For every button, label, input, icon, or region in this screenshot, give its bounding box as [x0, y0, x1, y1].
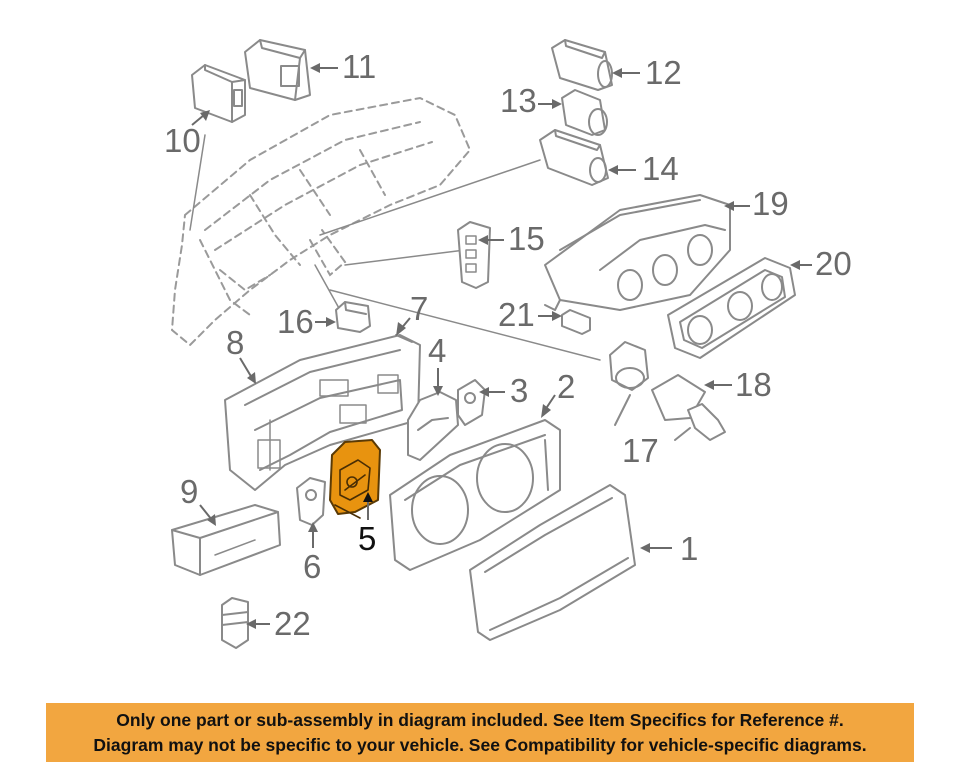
callout-3: 3: [479, 372, 528, 409]
part-8-circuit-board: [224, 334, 421, 491]
svg-text:12: 12: [645, 54, 682, 91]
callout-6: 6: [303, 522, 321, 585]
svg-text:10: 10: [164, 122, 201, 159]
svg-text:2: 2: [557, 368, 575, 405]
part-3-gauge: [457, 379, 486, 426]
callout-1: 1: [640, 530, 698, 567]
callout-12: 12: [612, 54, 682, 91]
part-22-switch: [221, 597, 249, 649]
part-16-switch: [335, 301, 371, 333]
svg-text:14: 14: [642, 150, 679, 187]
disclaimer-line-2: Diagram may not be specific to your vehi…: [93, 734, 867, 755]
svg-text:22: 22: [274, 605, 311, 642]
svg-text:15: 15: [508, 220, 545, 257]
part-9-switch-panel: [171, 504, 281, 576]
svg-text:4: 4: [428, 332, 446, 369]
part-5-gauge-highlighted: [329, 439, 381, 519]
callout-21: 21: [498, 296, 562, 333]
svg-text:13: 13: [500, 82, 537, 119]
disclaimer-banner: Only one part or sub-assembly in diagram…: [46, 703, 914, 762]
svg-text:18: 18: [735, 366, 772, 403]
part-6-gauge: [296, 477, 326, 526]
callout-19: 19: [724, 185, 789, 222]
svg-text:9: 9: [180, 473, 198, 510]
part-17-18-group: [609, 341, 726, 441]
callout-22: 22: [246, 605, 311, 642]
part-7-edge: [395, 334, 413, 343]
callout-2: 2: [541, 368, 575, 418]
part-1-lens: [469, 484, 636, 641]
callout-5: 5: [358, 492, 376, 557]
callout-13: 13: [500, 82, 562, 119]
part-2-cluster-housing: [389, 419, 561, 571]
svg-text:17: 17: [622, 432, 659, 469]
svg-text:1: 1: [680, 530, 698, 567]
part-15-switch-panel: [457, 221, 491, 289]
callout-4: 4: [428, 332, 446, 396]
leader-10: [189, 134, 206, 231]
part-12-switch: [551, 39, 613, 91]
parts-exploded-diagram: 1 2 3 4 5 6 7 8 9 10: [164, 39, 852, 649]
svg-text:19: 19: [752, 185, 789, 222]
dashboard-outline: [170, 96, 472, 347]
callout-9: 9: [180, 473, 216, 526]
leader-15: [344, 249, 466, 266]
callout-18: 18: [704, 366, 772, 403]
part-14-switch: [539, 129, 609, 186]
svg-text:8: 8: [226, 324, 244, 361]
svg-text:20: 20: [815, 245, 852, 282]
leader-17: [329, 289, 601, 361]
disclaimer-line-1: Only one part or sub-assembly in diagram…: [116, 709, 844, 730]
part-11-switch: [244, 39, 311, 101]
svg-text:5: 5: [358, 520, 376, 557]
part-21-sensor: [561, 309, 591, 335]
part-20-bezel: [667, 257, 796, 359]
callout-11: 11: [310, 48, 376, 85]
callout-8: 8: [226, 324, 256, 384]
part-13-switch: [561, 89, 608, 136]
callout-7: 7: [396, 290, 428, 336]
svg-text:3: 3: [510, 372, 528, 409]
leader-14: [319, 159, 541, 236]
svg-text:16: 16: [277, 303, 314, 340]
callout-20: 20: [790, 245, 852, 282]
callout-10: 10: [164, 110, 210, 159]
callout-14: 14: [608, 150, 679, 187]
part-19-heater-housing: [544, 194, 731, 311]
part-10-switch: [191, 64, 246, 123]
svg-text:21: 21: [498, 296, 535, 333]
callout-17: 17: [622, 432, 659, 469]
svg-text:11: 11: [342, 48, 376, 85]
callout-16: 16: [277, 303, 336, 340]
svg-text:6: 6: [303, 548, 321, 585]
callout-15: 15: [478, 220, 545, 257]
svg-text:7: 7: [410, 290, 428, 327]
leader-16: [314, 264, 341, 311]
